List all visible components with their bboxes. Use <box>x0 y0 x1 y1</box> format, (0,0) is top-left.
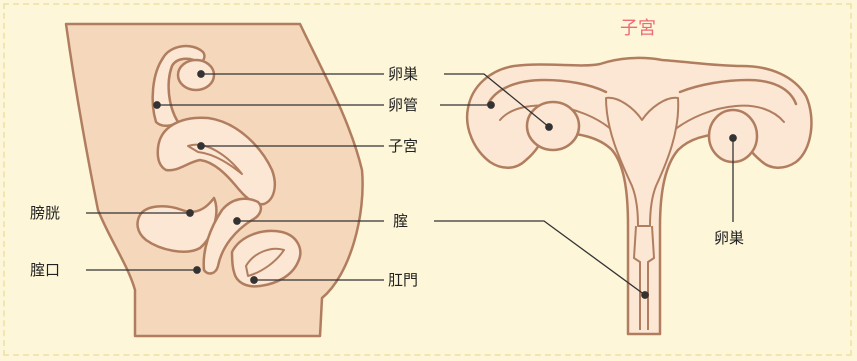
label-ovary-right: 卵巣 <box>714 229 744 247</box>
leader-frontal-vagina <box>434 221 645 295</box>
ovary-left-shape <box>527 102 579 150</box>
frontal-view <box>467 58 811 334</box>
label-vaginal-opening: 腟口 <box>30 261 60 279</box>
ovary-shape <box>178 60 214 90</box>
sagittal-view <box>66 24 363 336</box>
label-bladder: 膀胱 <box>30 204 60 222</box>
label-oviduct: 卵管 <box>388 96 418 114</box>
label-uterus: 子宮 <box>388 137 418 155</box>
label-vagina: 腟 <box>393 212 408 230</box>
label-ovary: 卵巣 <box>388 65 418 83</box>
label-anus: 肛門 <box>388 271 418 289</box>
title-uterus: 子宮 <box>620 18 656 40</box>
